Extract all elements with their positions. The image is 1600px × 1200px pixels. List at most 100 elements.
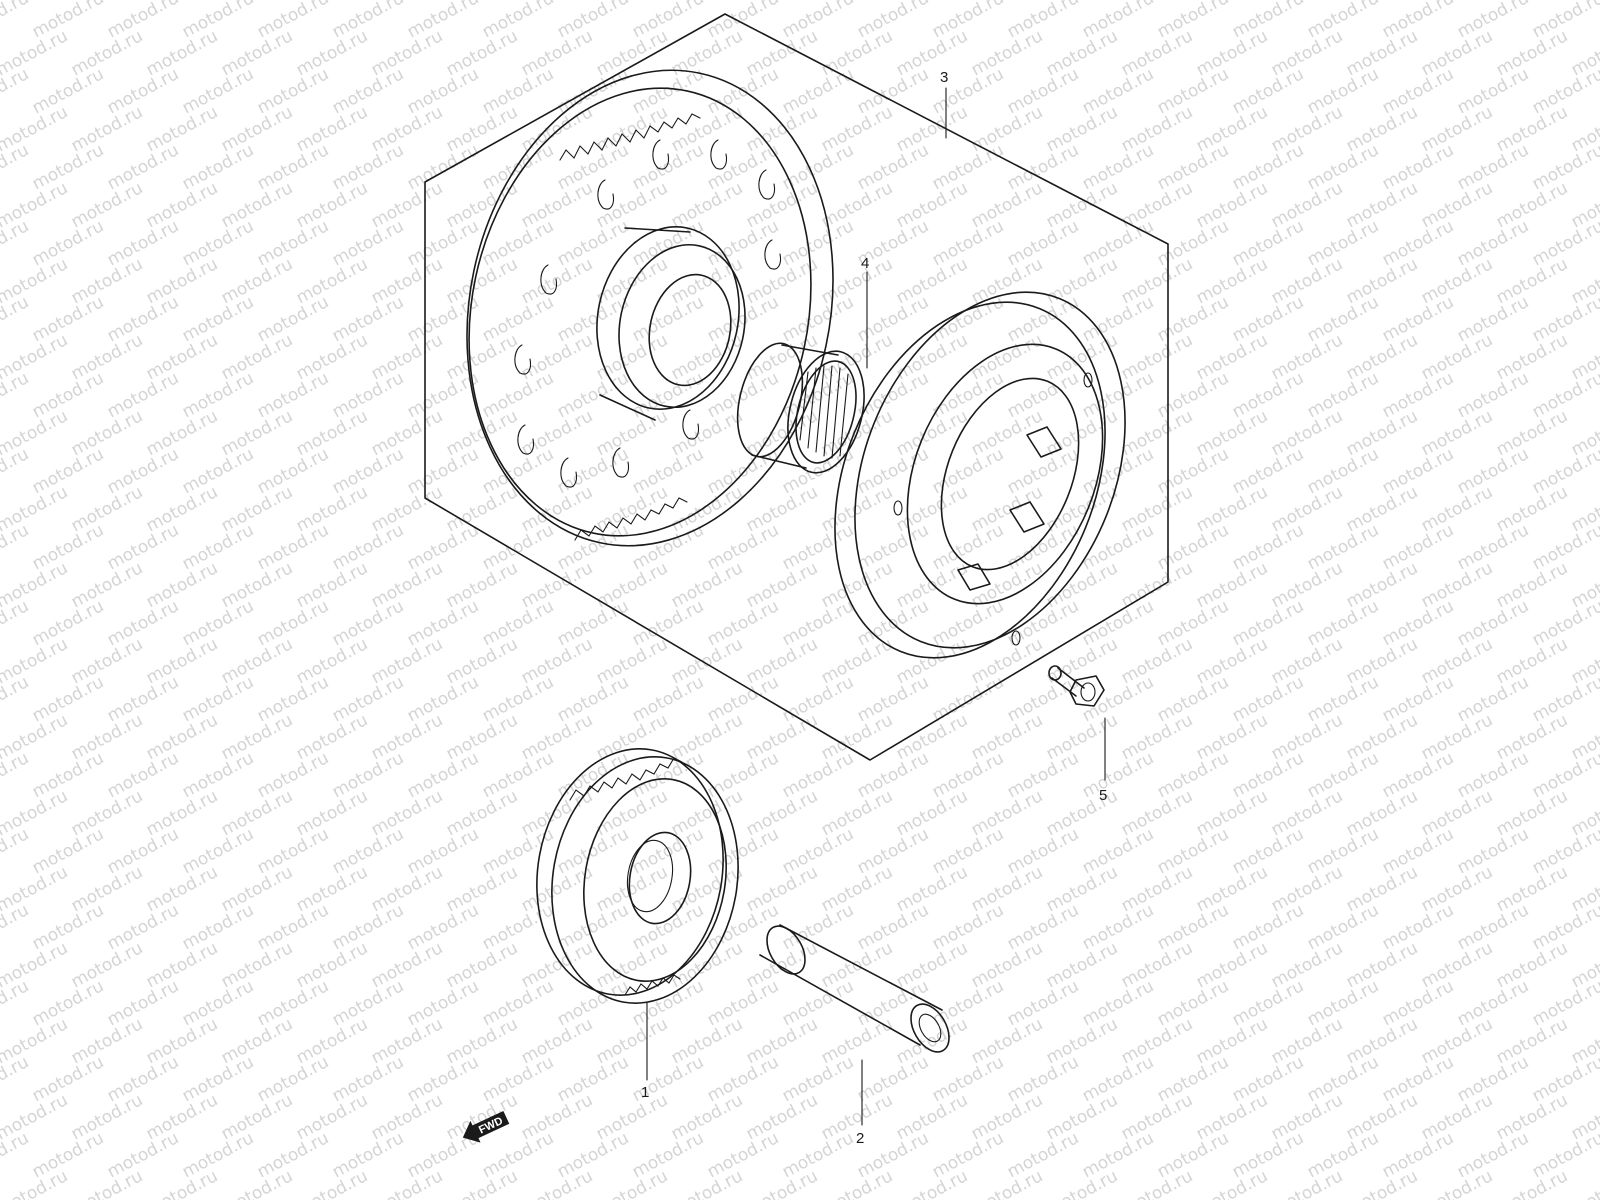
watermark-text: motod.ru (1193, 102, 1271, 156)
watermark-text: motod.ru (1043, 1090, 1121, 1144)
watermark-text: motod.ru (443, 938, 521, 992)
watermark-text: motod.ru (1379, 748, 1457, 802)
watermark-text: motod.ru (293, 330, 371, 384)
watermark-text: motod.ru (1229, 0, 1307, 42)
watermark-text: motod.ru (1079, 1128, 1157, 1182)
watermark-text: motod.ru (29, 900, 107, 954)
watermark-text: motod.ru (293, 102, 371, 156)
watermark-text: motod.ru (68, 558, 146, 612)
watermark-text: motod.ru (1304, 216, 1382, 270)
watermark-text: motod.ru (329, 1052, 407, 1106)
watermark-text: motod.ru (1079, 368, 1157, 422)
watermark-text: motod.ru (1379, 976, 1457, 1030)
watermark-text: motod.ru (368, 26, 446, 80)
watermark-text: motod.ru (143, 1014, 221, 1068)
watermark-text: motod.ru (29, 216, 107, 270)
watermark-text: motod.ru (1343, 710, 1421, 764)
watermark-text: motod.ru (743, 1014, 821, 1068)
watermark-text: motod.ru (554, 900, 632, 954)
watermark-text: motod.ru (479, 596, 557, 650)
watermark-text: motod.ru (1454, 292, 1532, 346)
watermark-text: motod.ru (1304, 672, 1382, 726)
watermark-text: motod.ru (1379, 596, 1457, 650)
watermark-text: motod.ru (929, 0, 1007, 42)
watermark-text: motod.ru (1418, 786, 1496, 840)
watermark-text: motod.ru (104, 748, 182, 802)
watermark-text: motod.ru (929, 596, 1007, 650)
watermark-text: motod.ru (1118, 710, 1196, 764)
watermark-text: motod.ru (743, 178, 821, 232)
watermark-text: motod.ru (893, 406, 971, 460)
watermark-text: motod.ru (1268, 1014, 1346, 1068)
watermark-text: motod.ru (479, 140, 557, 194)
watermark-text: motod.ru (779, 216, 857, 270)
watermark-text: motod.ru (218, 938, 296, 992)
watermark-text: motod.ru (1079, 64, 1157, 118)
watermark-text: motod.ru (68, 1090, 146, 1144)
watermark-text: motod.ru (1154, 672, 1232, 726)
watermark-text: motod.ru (104, 672, 182, 726)
watermark-text: motod.ru (668, 1090, 746, 1144)
watermark-text: motod.ru (29, 596, 107, 650)
watermark-text: motod.ru (29, 976, 107, 1030)
watermark-text: motod.ru (1193, 1090, 1271, 1144)
watermark-text: motod.ru (1193, 634, 1271, 688)
watermark-text: motod.ru (479, 292, 557, 346)
watermark-text: motod.ru (518, 254, 596, 308)
watermark-text: motod.ru (254, 368, 332, 422)
watermark-text: motod.ru (779, 824, 857, 878)
watermark-text: motod.ru (779, 292, 857, 346)
watermark-text: motod.ru (254, 520, 332, 574)
needle-bearing (736, 342, 865, 474)
watermark-text: motod.ru (1193, 710, 1271, 764)
watermark-text: motod.ru (854, 672, 932, 726)
watermark-text: motod.ru (329, 824, 407, 878)
watermark-text: motod.ru (1454, 0, 1532, 42)
watermark-text: motod.ru (179, 292, 257, 346)
watermark-text: motod.ru (443, 406, 521, 460)
watermark-text: motod.ru (68, 634, 146, 688)
watermark-text: motod.ru (1268, 710, 1346, 764)
watermark-text: motod.ru (1454, 900, 1532, 954)
watermark-text: motod.ru (254, 1052, 332, 1106)
watermark-text: motod.ru (479, 1128, 557, 1182)
watermark-text: motod.ru (1379, 140, 1457, 194)
watermark-text: motod.ru (854, 748, 932, 802)
watermark-text: motod.ru (143, 786, 221, 840)
watermark-text: motod.ru (443, 634, 521, 688)
watermark-text: motod.ru (29, 64, 107, 118)
watermark-text: motod.ru (929, 976, 1007, 1030)
watermark-text: motod.ru (893, 634, 971, 688)
watermark-text: motod.ru (1343, 482, 1421, 536)
watermark-text: motod.ru (1418, 178, 1496, 232)
watermark-text: motod.ru (443, 330, 521, 384)
watermark-text: motod.ru (593, 1014, 671, 1068)
watermark-text: motod.ru (1118, 1090, 1196, 1144)
watermark-text: motod.ru (29, 444, 107, 498)
watermark-text: motod.ru (179, 824, 257, 878)
watermark-text: motod.ru (1118, 102, 1196, 156)
watermark-text: motod.ru (1268, 102, 1346, 156)
watermark-text: motod.ru (743, 330, 821, 384)
watermark-text: motod.ru (1118, 1014, 1196, 1068)
watermark-text: motod.ru (1379, 444, 1457, 498)
watermark-text: motod.ru (1079, 1052, 1157, 1106)
watermark-text: motod.ru (1304, 1128, 1382, 1182)
watermark-text: motod.ru (1079, 748, 1157, 802)
watermark-text: motod.ru (1304, 748, 1382, 802)
watermark-text: motod.ru (218, 558, 296, 612)
watermark-text: motod.ru (1268, 1090, 1346, 1144)
watermark-text: motod.ru (668, 26, 746, 80)
watermark-text: motod.ru (1379, 292, 1457, 346)
watermark-text: motod.ru (1343, 634, 1421, 688)
watermark-text: motod.ru (368, 178, 446, 232)
watermark-text: motod.ru (1493, 786, 1571, 840)
fwd-arrow-icon (462, 1111, 510, 1143)
watermark-text: motod.ru (1343, 330, 1421, 384)
watermark-text: motod.ru (629, 140, 707, 194)
watermark-text: motod.ru (1493, 406, 1571, 460)
watermark-text: motod.ru (1193, 406, 1271, 460)
watermark-text: motod.ru (329, 976, 407, 1030)
watermark-text: motod.ru (443, 26, 521, 80)
